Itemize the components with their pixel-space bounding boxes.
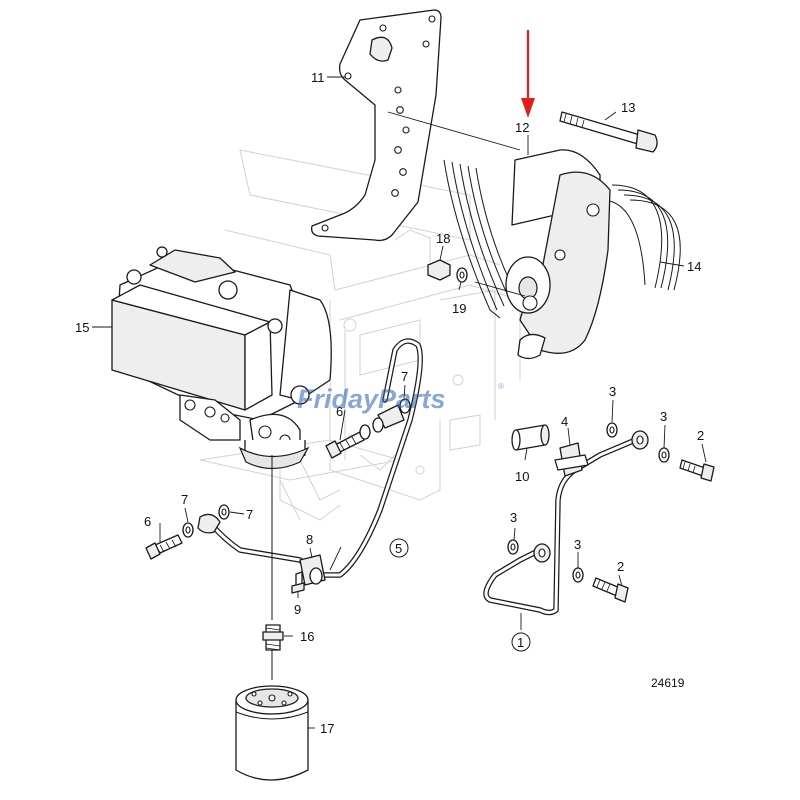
sealing-washer-3	[507, 422, 670, 583]
bracket-plate	[310, 9, 442, 242]
callout-1: 1	[517, 635, 524, 650]
drive-belt	[443, 159, 681, 319]
callout-16: 16	[300, 629, 314, 644]
leader-lines	[92, 76, 707, 729]
watermark-registered-mark: ®	[498, 382, 504, 391]
banjo-washer-upper	[372, 398, 411, 433]
callout-2-b: 2	[617, 559, 624, 574]
sealing-washer-19	[456, 267, 468, 283]
belt-tensioner	[505, 149, 611, 360]
banjo-fittings	[533, 430, 649, 563]
callout-3-d: 3	[574, 537, 581, 552]
oil-filter-cartridge	[235, 650, 309, 781]
watermark: FridayParts ®	[297, 382, 504, 414]
callout-18: 18	[436, 231, 450, 246]
tensioner-bolt	[559, 111, 658, 153]
drawing-number: 24619	[651, 676, 685, 690]
callout-9: 9	[294, 602, 301, 617]
callout-12: 12	[515, 120, 529, 135]
pipe-clip	[554, 442, 589, 477]
oil-filter-housing	[111, 246, 332, 470]
callout-5-circle	[389, 538, 409, 558]
oil-pipe-1	[483, 435, 643, 616]
oil-pipe-lower	[209, 522, 319, 578]
banjo-bolt-2	[592, 459, 715, 603]
threaded-nipple	[262, 455, 284, 651]
callout-5: 5	[395, 541, 402, 556]
spacer-sleeve	[511, 424, 550, 451]
callout-4: 4	[561, 414, 568, 429]
oil-pipe-5	[313, 338, 423, 578]
callout-7-upper: 7	[401, 369, 408, 384]
pipe-clamp	[299, 554, 326, 586]
banjo-bolt-upper	[325, 424, 371, 459]
banjo-bolt-lower	[145, 504, 230, 560]
callout-11: 11	[311, 70, 325, 85]
callout-6-lower: 6	[144, 514, 151, 529]
callout-3-a: 3	[609, 384, 616, 399]
callout-3-b: 3	[660, 409, 667, 424]
callout-1-circle	[511, 632, 531, 652]
callout-14: 14	[687, 259, 701, 274]
callout-8: 8	[306, 532, 313, 547]
callout-labels: 11 12 13 14 15 18 19 7 6 3 4 3 2 10 3 3 …	[75, 70, 704, 736]
highlight-arrow	[521, 30, 535, 118]
callout-10: 10	[515, 469, 529, 484]
watermark-text: FridayParts	[297, 384, 446, 414]
callout-3-c: 3	[510, 510, 517, 525]
clamp-screw	[291, 571, 305, 594]
callout-6-upper: 6	[336, 404, 343, 419]
callout-2-a: 2	[697, 428, 704, 443]
callout-19: 19	[452, 301, 466, 316]
plug-screw	[427, 259, 451, 281]
callout-17: 17	[320, 721, 334, 736]
callout-13: 13	[621, 100, 635, 115]
callout-15: 15	[75, 320, 89, 335]
callout-7-lower-b: 7	[246, 507, 253, 522]
callout-7-lower-a: 7	[181, 492, 188, 507]
